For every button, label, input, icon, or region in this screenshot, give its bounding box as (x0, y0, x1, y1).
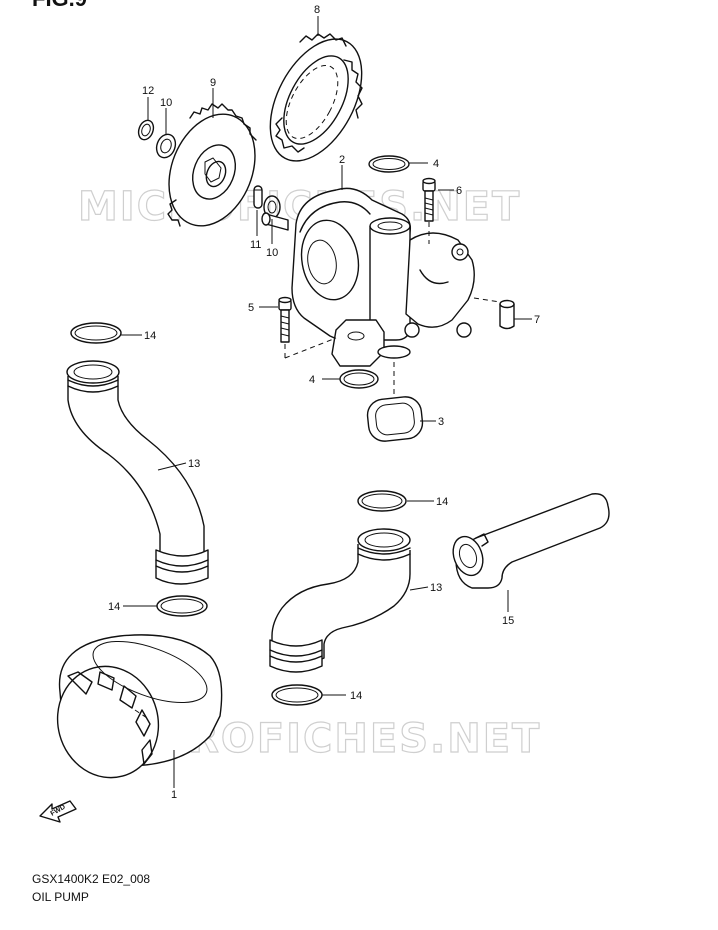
callout-11: 11 (250, 239, 261, 251)
part-13-oil-pipe-middle (269, 528, 411, 673)
part-2-oil-pump-assembly (261, 187, 475, 367)
part-6-bolt (422, 177, 436, 244)
part-4-o-ring-lower (339, 369, 379, 389)
callout-15: 15 (502, 615, 514, 627)
callout-7: 7 (534, 314, 540, 326)
callout-numbers: 8 12 10 9 2 4 6 11 10 5 7 14 4 3 13 14 1… (108, 4, 540, 801)
callout-2: 2 (339, 154, 345, 166)
part-14-o-ring-left-bottom (156, 595, 208, 617)
fwd-direction-arrow: FWD (39, 800, 77, 823)
part-15-hose (452, 493, 610, 589)
footer-section-name: OIL PUMP (32, 890, 89, 904)
part-5-bolt (278, 296, 337, 359)
callout-5: 5 (248, 302, 254, 314)
figure-title: FIG.9 (32, 0, 87, 12)
callout-14-middle-bottom: 14 (350, 690, 362, 702)
callout-8: 8 (314, 4, 320, 16)
callout-10-lower: 10 (266, 247, 278, 259)
callout-12: 12 (142, 85, 154, 97)
callout-4-lower: 4 (309, 374, 315, 386)
leader-lines (121, 16, 532, 788)
part-1-oil-filter (56, 634, 223, 779)
callout-13-left: 13 (188, 458, 200, 470)
callout-3: 3 (438, 416, 444, 428)
callout-4-upper: 4 (433, 158, 439, 170)
part-11-dowel-pin (253, 185, 263, 209)
part-14-o-ring-middle-bottom (271, 684, 323, 706)
part-10-washer-upper (155, 133, 177, 159)
callout-10-upper: 10 (160, 97, 172, 109)
callout-6: 6 (456, 185, 462, 197)
part-4-o-ring-upper (368, 155, 410, 173)
part-8-ring-gear (269, 33, 363, 162)
callout-14-left-top: 14 (144, 330, 156, 342)
part-12-circlip (137, 119, 155, 141)
part-13-oil-pipe-left (66, 360, 209, 585)
footer-model-code: GSX1400K2 E02_008 (32, 872, 151, 886)
part-14-o-ring-middle-top (357, 490, 407, 512)
callout-14-middle-top: 14 (436, 496, 448, 508)
callout-14-left-bottom: 14 (108, 601, 120, 613)
part-14-o-ring-left-top (70, 322, 122, 344)
callout-1: 1 (171, 789, 177, 801)
part-9-drive-gear (167, 103, 257, 227)
callout-13-middle: 13 (430, 582, 442, 594)
callout-9: 9 (210, 77, 216, 89)
part-3-gasket (366, 362, 424, 442)
part-7-dowel (473, 297, 515, 330)
